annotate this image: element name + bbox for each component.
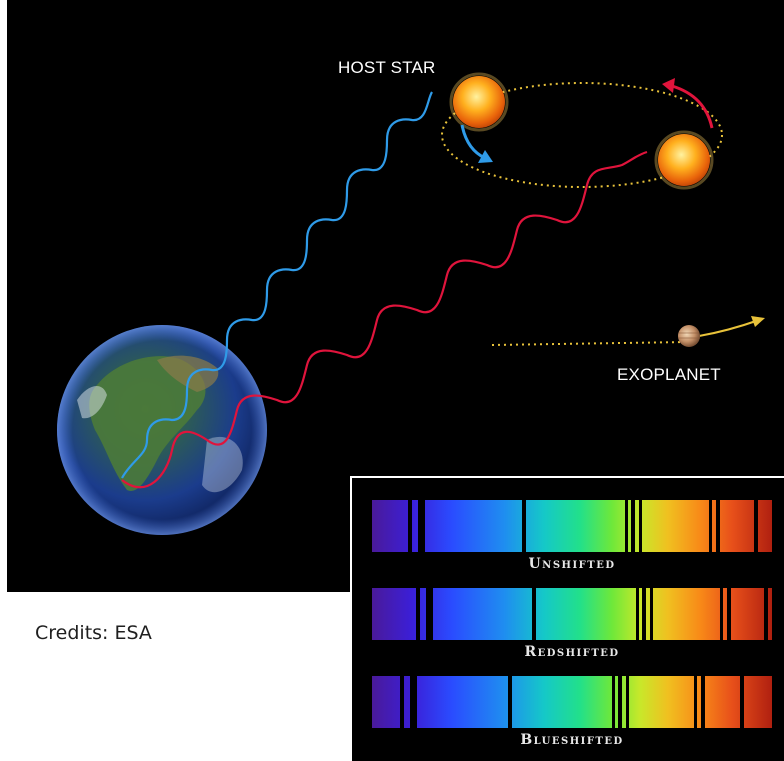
red-arrow-icon bbox=[662, 78, 675, 93]
exoplanet-icon bbox=[678, 325, 700, 347]
absorption-line bbox=[408, 500, 412, 552]
absorption-line bbox=[416, 588, 420, 640]
redshifted-label: Redshifted bbox=[524, 644, 620, 660]
unshifted-label: Unshifted bbox=[528, 556, 616, 572]
blueshift-wave bbox=[121, 91, 433, 479]
diagram-graphics bbox=[57, 72, 765, 535]
host-star-moved-icon bbox=[654, 130, 714, 190]
absorption-line bbox=[426, 588, 433, 640]
exoplanet-direction-line bbox=[698, 319, 760, 337]
spectrum-unshifted bbox=[372, 500, 772, 552]
absorption-line bbox=[650, 588, 653, 640]
spectrum-blueshifted bbox=[372, 676, 772, 728]
absorption-line bbox=[625, 500, 628, 552]
host-star-icon bbox=[449, 72, 509, 132]
absorption-line bbox=[532, 588, 536, 640]
absorption-line bbox=[618, 676, 622, 728]
exoplanet-arrow-icon bbox=[751, 316, 765, 327]
red-motion-arc bbox=[671, 84, 714, 129]
blueshifted-label: Blueshifted bbox=[520, 732, 624, 748]
host-star-label: HOST STAR bbox=[338, 58, 436, 77]
absorption-line bbox=[631, 500, 635, 552]
absorption-line bbox=[418, 500, 425, 552]
absorption-line bbox=[701, 676, 705, 728]
absorption-line bbox=[716, 500, 720, 552]
spectrum-redshifted bbox=[372, 588, 772, 640]
absorption-line bbox=[764, 588, 768, 640]
blue-arrow-icon bbox=[478, 150, 493, 163]
absorption-line bbox=[508, 676, 512, 728]
earth-globe bbox=[57, 325, 267, 535]
redshift-wave bbox=[121, 150, 648, 489]
star-orbit-path bbox=[441, 82, 723, 188]
absorption-line bbox=[639, 500, 642, 552]
absorption-line bbox=[720, 588, 723, 640]
absorption-line bbox=[709, 500, 712, 552]
absorption-line bbox=[612, 676, 615, 728]
spectra-panel: Unshifted Redshifted Blueshifted bbox=[350, 476, 784, 761]
absorption-line bbox=[400, 676, 404, 728]
absorption-line bbox=[626, 676, 629, 728]
absorption-line bbox=[410, 676, 417, 728]
absorption-line bbox=[642, 588, 646, 640]
exoplanet-orbit-path bbox=[491, 341, 688, 346]
absorption-line bbox=[727, 588, 731, 640]
absorption-line bbox=[740, 676, 744, 728]
absorption-line bbox=[636, 588, 639, 640]
absorption-line bbox=[522, 500, 526, 552]
absorption-line bbox=[694, 676, 697, 728]
exoplanet-label: EXOPLANET bbox=[617, 365, 721, 384]
credits-text: Credits: ESA bbox=[35, 622, 152, 644]
absorption-line bbox=[754, 500, 758, 552]
